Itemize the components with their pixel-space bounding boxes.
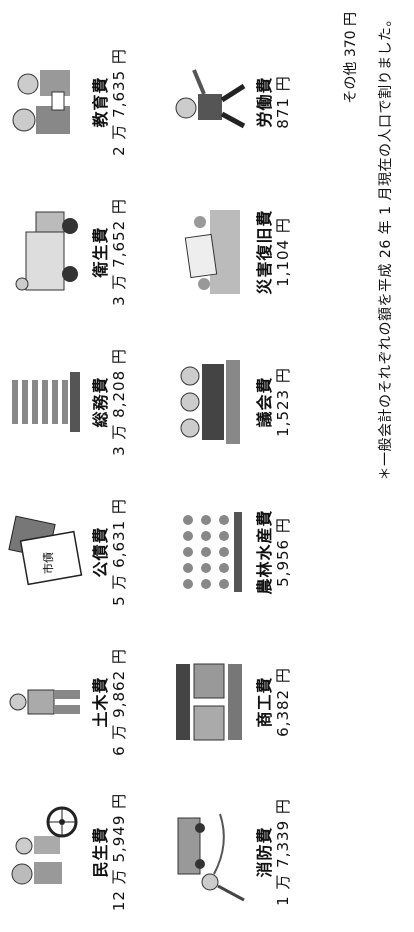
item-amount: 6 万 9,862 円 xyxy=(110,648,128,756)
item-label: 教育費 xyxy=(91,76,110,128)
item-amount: 871 円 xyxy=(274,75,292,129)
item-label: 労働費 xyxy=(255,76,274,128)
item-labor: 労働費 871 円 xyxy=(170,32,292,172)
other-amount: その他 370 円 xyxy=(343,12,359,104)
item-fire: 消防費 1 万 7,339 円 xyxy=(170,782,292,922)
item-education: 教育費 2 万 7,635 円 xyxy=(6,32,128,172)
item-amount: 12 万 5,949 円 xyxy=(110,792,128,912)
family-with-wheelchair-icon xyxy=(11,806,78,885)
item-label: 総務費 xyxy=(91,376,110,428)
item-disaster: 災害復旧費 1,104 円 xyxy=(170,182,292,322)
item-assembly: 議会費 1,523 円 xyxy=(170,332,292,472)
bond-card-text: 市債 xyxy=(41,552,55,574)
item-label: 衛生費 xyxy=(91,226,110,278)
disaster-recovery-icon xyxy=(184,210,240,294)
item-welfare: 民生費 12 万 5,949 円 xyxy=(6,782,128,922)
item-label: 災害復旧費 xyxy=(255,209,274,295)
item-commerce: 商工費 6,382 円 xyxy=(170,632,292,772)
footnote: ＊一般会計のそれぞれの額を平成 26 年 1 月現在の人口で割りました。 xyxy=(378,12,394,481)
item-amount: 1,523 円 xyxy=(274,367,292,437)
firefighter-icon xyxy=(177,813,245,902)
item-sanitation: 衛生費 3 万 7,652 円 xyxy=(6,182,128,322)
item-label: 土木費 xyxy=(91,676,110,728)
bond-certificates-icon: 市債 xyxy=(8,515,83,586)
item-amount: 5,956 円 xyxy=(274,517,292,587)
item-bonds: 市債 公債費 5 万 6,631 円 xyxy=(6,482,128,622)
item-label: 民生費 xyxy=(91,826,110,878)
construction-worker-icon xyxy=(9,689,80,715)
item-amount: 6,382 円 xyxy=(274,667,292,737)
shopping-street-icon xyxy=(176,663,242,741)
item-agriculture: 農林水産費 5,956 円 xyxy=(170,482,292,622)
item-amount: 3 万 8,208 円 xyxy=(110,348,128,456)
item-civil: 土木費 6 万 9,862 円 xyxy=(6,632,128,772)
council-members-icon xyxy=(180,360,240,444)
item-amount: 2 万 7,635 円 xyxy=(110,48,128,156)
item-amount: 3 万 7,652 円 xyxy=(110,198,128,306)
item-label: 商工費 xyxy=(255,676,274,728)
office-building-icon xyxy=(12,372,80,432)
item-label: 農林水産費 xyxy=(255,509,274,595)
item-label: 公債費 xyxy=(91,526,110,578)
item-amount: 5 万 6,631 円 xyxy=(110,498,128,606)
item-general: 総務費 3 万 8,208 円 xyxy=(6,332,128,472)
garbage-truck-icon xyxy=(15,211,78,291)
students-icon xyxy=(12,70,70,134)
item-amount: 1,104 円 xyxy=(274,217,292,287)
item-label: 議会費 xyxy=(255,376,274,428)
rice-field-icon xyxy=(183,512,242,592)
item-amount: 1 万 7,339 円 xyxy=(274,798,292,906)
item-label: 消防費 xyxy=(255,826,274,878)
worker-icon xyxy=(175,69,246,129)
